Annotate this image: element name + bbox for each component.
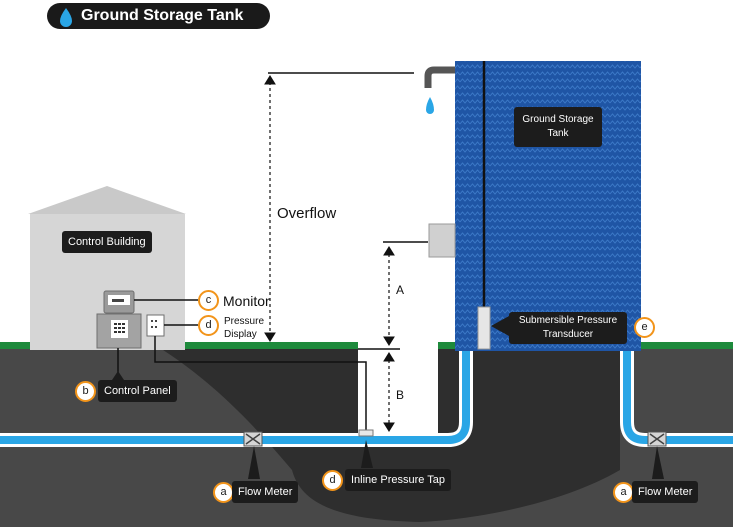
control-building <box>28 186 186 350</box>
dimension-a-label: A <box>396 283 405 297</box>
dimension-b-label: B <box>396 388 405 402</box>
storage-tank <box>428 61 641 351</box>
badge-submersible: e <box>634 317 655 338</box>
page-title: Ground Storage Tank <box>81 7 244 24</box>
callout-pointers <box>112 316 664 479</box>
badge-flow-meter-right: a <box>613 482 634 503</box>
tank-label-text: Ground Storage Tank <box>522 114 594 139</box>
signal-wiring <box>117 299 367 432</box>
overflow-spout <box>424 66 455 114</box>
control-building-label: Control Building <box>62 231 152 253</box>
flow-meter-left-symbol <box>243 431 263 447</box>
dimension-lines <box>264 72 428 432</box>
control-panel-label: Control Panel <box>98 380 177 402</box>
badge-inline-tap: d <box>322 470 343 491</box>
pressure-display-label: Pressure Display <box>224 316 265 340</box>
overflow-label: Overflow <box>277 205 337 222</box>
tank-label: Ground Storage Tank <box>514 107 602 147</box>
badge-control-panel: b <box>75 381 96 402</box>
monitor-label: Monitor <box>223 293 270 309</box>
flow-meter-right-symbol <box>647 431 667 447</box>
water-pipes <box>0 346 733 447</box>
inline-tap-label: Inline Pressure Tap <box>345 469 451 491</box>
badge-monitor: c <box>198 290 219 311</box>
submersible-label-text: Submersible Pressure Transducer <box>518 315 618 340</box>
badge-pressure-display: d <box>198 315 219 336</box>
submersible-label: Submersible Pressure Transducer <box>509 312 627 344</box>
flow-meter-right-label: Flow Meter <box>632 481 699 503</box>
flow-meter-left-label: Flow Meter <box>232 481 299 503</box>
title-pill <box>47 3 270 29</box>
inline-tap-symbol <box>358 429 374 437</box>
badge-flow-meter-left: a <box>213 482 234 503</box>
